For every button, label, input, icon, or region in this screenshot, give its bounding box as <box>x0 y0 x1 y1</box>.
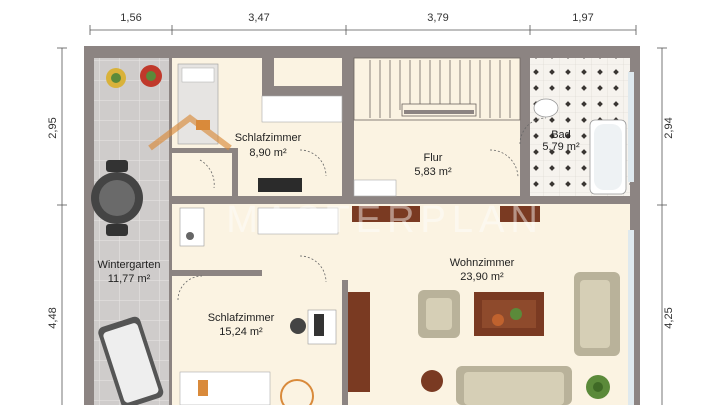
room-area-bad: 5,79 m² <box>542 141 580 153</box>
watermark: MASTERPLAN <box>148 114 544 241</box>
rug-bottom <box>280 379 314 405</box>
room-name-schlafzimmer-bottom: Schlafzimmer <box>208 312 275 324</box>
tv-board <box>352 206 420 222</box>
room-name-flur: Flur <box>424 152 443 164</box>
sofa-right <box>574 272 620 356</box>
room-area-schlafzimmer-bottom: 15,24 m² <box>219 326 263 338</box>
dining-table <box>91 160 143 236</box>
shelf-wohn <box>500 206 540 222</box>
armchair-left <box>418 290 460 338</box>
sink <box>533 98 559 118</box>
bad-window <box>628 72 634 182</box>
bathtub <box>589 119 627 195</box>
dimension-label-top-2: 3,47 <box>248 12 269 24</box>
plants-wintergarten <box>106 65 162 88</box>
dimension-label-left-2: 4,48 <box>47 307 59 328</box>
room-area-wintergarten: 11,77 m² <box>108 273 151 285</box>
side-table <box>421 370 443 392</box>
watermark-text: MASTERPLAN <box>226 199 544 241</box>
top-dimension-line <box>89 25 637 35</box>
staircase <box>353 57 521 121</box>
dimension-label-top-3: 3,79 <box>427 12 448 24</box>
room-area-flur: 5,83 m² <box>414 166 452 178</box>
room-area-schlafzimmer-top: 8,90 m² <box>249 147 287 159</box>
coffee-table <box>474 292 544 336</box>
desk-bottom <box>290 309 337 345</box>
sofa-bottom <box>456 366 572 405</box>
room-name-wohnzimmer: Wohnzimmer <box>450 257 515 269</box>
sink-bottom <box>179 207 205 247</box>
dimension-label-left-1: 2,95 <box>47 117 59 138</box>
plant-wohn <box>586 375 610 399</box>
pillow-bottom <box>198 380 208 396</box>
left-dimension-line <box>57 47 67 405</box>
cabinet-bottom-left <box>257 207 339 235</box>
room-name-schlafzimmer-top: Schlafzimmer <box>235 132 302 144</box>
right-dimension-line <box>657 47 667 405</box>
bed-bottom <box>179 371 271 405</box>
wohn-window <box>628 230 634 405</box>
dimension-label-top-1: 1,56 <box>120 12 141 24</box>
flur-cabinet <box>353 179 397 197</box>
room-area-wohnzimmer: 23,90 m² <box>460 271 504 283</box>
dimension-label-right-1: 2,94 <box>663 117 675 138</box>
dimension-label-top-4: 1,97 <box>572 12 593 24</box>
interior-walls <box>172 46 630 405</box>
dimension-label-right-2: 4,25 <box>663 307 675 328</box>
sideboard-wohn <box>348 292 370 392</box>
desk-top <box>258 178 302 192</box>
door-swings <box>177 117 547 301</box>
room-name-wintergarten: Wintergarten <box>98 259 161 271</box>
room-name-bad: Bad <box>551 129 571 141</box>
lounger <box>98 316 164 405</box>
wardrobe-top <box>261 95 343 123</box>
